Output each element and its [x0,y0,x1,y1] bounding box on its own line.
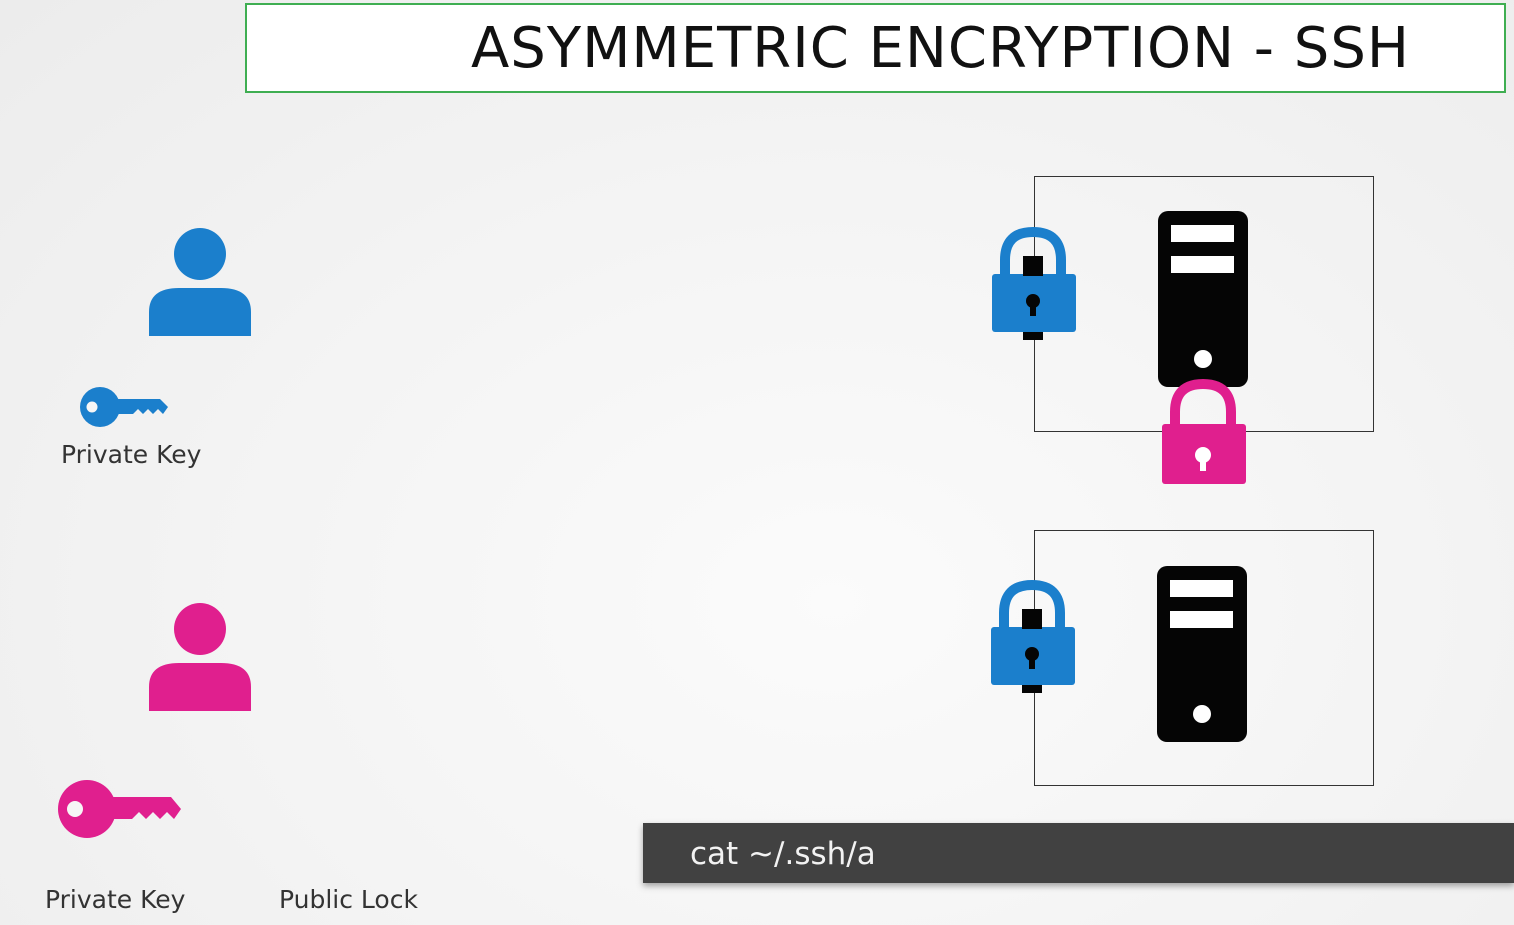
top-private-key-label: Private Key [61,440,202,469]
server-icon [1157,566,1247,742]
server-icon [1158,211,1248,387]
pink-padlock-icon [1162,378,1246,484]
bottom-private-key-label: Private Key [45,885,186,914]
key-icon [58,780,181,838]
blue-padlock-icon [991,579,1075,693]
key-icon [80,387,168,427]
user-icon [149,603,251,711]
terminal-bar[interactable]: cat ~/.ssh/a [643,823,1514,883]
title-box: ASYMMETRIC ENCRYPTION - SSH [245,3,1506,93]
public-lock-label: Public Lock [279,885,418,914]
blue-padlock-icon [992,226,1076,340]
page-title: ASYMMETRIC ENCRYPTION - SSH [471,15,1410,81]
terminal-command: cat ~/.ssh/a [690,836,876,872]
user-icon [149,228,251,336]
